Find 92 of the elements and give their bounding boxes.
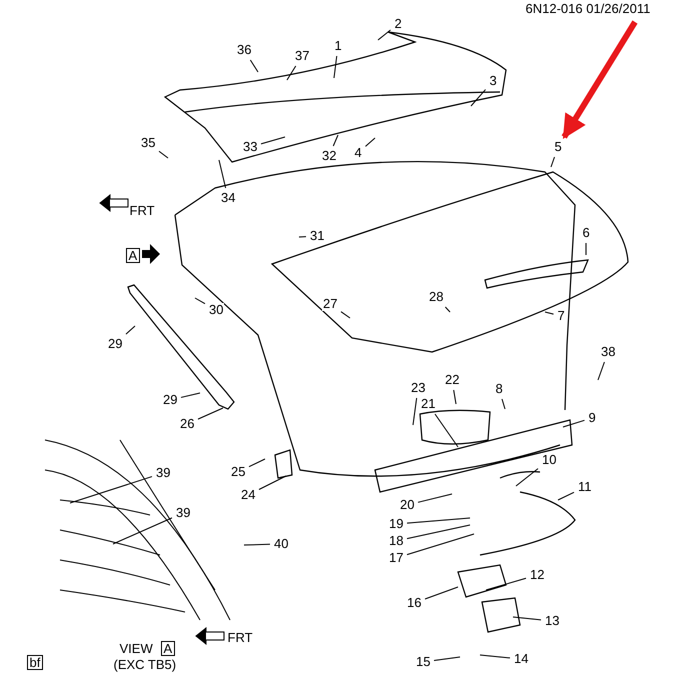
leader-line [444, 306, 450, 312]
view-note: (EXC TB5) [114, 656, 176, 672]
leader-line [550, 156, 555, 168]
callout-number: 15 [415, 655, 432, 669]
callout-number: 37 [294, 49, 310, 63]
callout-number: 36 [236, 43, 252, 57]
leader-line [248, 458, 266, 468]
leader-line [412, 398, 418, 426]
callout-number: 5 [554, 140, 563, 154]
leader-line [470, 89, 486, 106]
callout-number: 20 [399, 498, 416, 512]
leader-line [558, 492, 574, 500]
leader-line [194, 298, 206, 304]
leader-line [512, 616, 542, 620]
callout-number: 25 [230, 465, 246, 479]
callout-number: 11 [577, 480, 592, 494]
leader-line [434, 414, 458, 448]
callout-number: 14 [513, 652, 530, 666]
leader-line [158, 150, 168, 158]
leader-line [180, 392, 200, 398]
front-label: FRT [228, 630, 253, 644]
leader-line [218, 160, 226, 188]
leader-line [298, 236, 306, 238]
callout-number: 8 [494, 382, 504, 396]
callout-number: 2 [394, 17, 403, 31]
callout-number: 9 [588, 411, 597, 425]
leader-line [424, 586, 458, 600]
leader-line [258, 476, 286, 490]
leader-line [332, 134, 338, 146]
view-marker: A [160, 640, 176, 656]
leader-line [334, 56, 338, 78]
callout-number: 39 [155, 466, 172, 480]
callout-number: 16 [406, 596, 422, 610]
leader-line [340, 311, 350, 318]
callout-number: 24 [240, 488, 256, 502]
leader-line [406, 524, 470, 540]
callout-number: 12 [529, 568, 546, 582]
callout-number: 23 [410, 381, 426, 395]
callout-number: 39 [175, 506, 192, 520]
callout-number: 21 [420, 397, 436, 411]
callout-number: 28 [428, 290, 444, 304]
leader-line [260, 136, 286, 144]
callout-number: 38 [600, 345, 616, 359]
leader-line [70, 476, 152, 504]
leader-line [480, 654, 510, 658]
pointer-arrow [562, 20, 638, 140]
callout-number: 17 [388, 551, 404, 565]
callout-number: 3 [488, 74, 498, 88]
callout-number: 7 [556, 309, 566, 323]
callout-number: 31 [309, 229, 326, 243]
callout-number: 18 [388, 534, 404, 548]
leader-line [453, 390, 456, 404]
callout-number: 27 [322, 297, 338, 311]
leader-line [112, 517, 172, 544]
drawing-number: 6N12-016 01/26/2011 [526, 0, 650, 16]
leader-line [198, 408, 224, 420]
callout-number: 22 [444, 373, 460, 387]
leader-line [562, 420, 585, 428]
leader-line [418, 494, 452, 503]
leader-line [544, 312, 554, 315]
callout-number: 26 [179, 417, 196, 431]
callout-number: 10 [541, 453, 558, 467]
callout-number: 33 [242, 140, 258, 154]
view-label: VIEW [120, 640, 153, 656]
callout-number: 35 [140, 136, 156, 150]
leader-line [406, 534, 474, 556]
leader-line [486, 578, 526, 590]
leader-line [434, 656, 460, 662]
callout-number: 1 [334, 39, 343, 53]
front-label: FRT [130, 202, 155, 218]
leader-line [365, 138, 376, 147]
leader-line [286, 66, 296, 80]
leader-line [244, 544, 270, 546]
leader-line [502, 398, 506, 410]
callout-number: 29 [162, 393, 178, 407]
callout-number: 13 [544, 614, 560, 628]
callout-number: 19 [388, 517, 404, 531]
leader-line [126, 326, 136, 335]
leader-line [250, 60, 258, 72]
view-marker: A [126, 248, 140, 262]
leader-line [406, 518, 470, 524]
leader-line [516, 468, 538, 486]
callout-number: 34 [220, 191, 236, 205]
callout-number: 40 [273, 537, 290, 551]
leader-line [378, 30, 391, 40]
callout-number: 30 [208, 303, 224, 317]
callout-number: 32 [321, 149, 338, 163]
callout-number: 29 [107, 337, 124, 351]
callout-number: 6 [582, 226, 591, 240]
callout-number: 4 [354, 146, 363, 160]
leader-line [598, 362, 605, 380]
footer-code: bf [26, 654, 44, 670]
